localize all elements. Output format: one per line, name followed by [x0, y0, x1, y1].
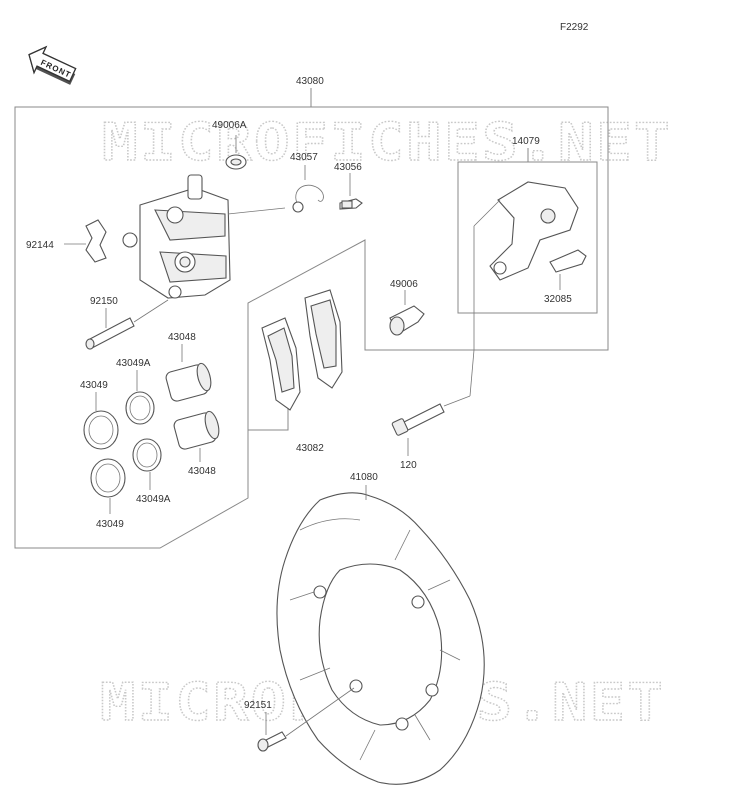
- pin-92150: [85, 299, 169, 350]
- bolt-120: [391, 395, 471, 456]
- boot-49006: [389, 290, 425, 336]
- bolt-92151: [257, 687, 355, 752]
- label-32085: 32085: [544, 294, 572, 305]
- label-49006a: 49006A: [212, 120, 247, 131]
- bracket-frame: [457, 161, 598, 314]
- label-92144: 92144: [26, 240, 54, 251]
- piston-43048-lower: [173, 410, 220, 462]
- pad-set-frame: [247, 303, 289, 431]
- label-43049-upper: 43049: [80, 380, 108, 391]
- bleeder-43056: [339, 173, 363, 210]
- label-43057: 43057: [290, 152, 318, 163]
- front-arrow-icon: FRONT: [28, 45, 77, 85]
- label-92151: 92151: [244, 700, 272, 711]
- label-43082: 43082: [296, 443, 324, 454]
- label-43048-lower: 43048: [188, 466, 216, 477]
- brake-pad-outer: [304, 289, 343, 389]
- brake-disc-41080: [276, 485, 485, 785]
- caliper-body: [122, 174, 286, 299]
- seal-43049-upper: [83, 392, 119, 450]
- spring-43057: [292, 165, 324, 213]
- seal-43049-lower: [90, 458, 126, 514]
- label-43048-upper: 43048: [168, 332, 196, 343]
- caliper-assembly-frame: [14, 106, 609, 549]
- label-43049a-upper: 43049A: [116, 358, 151, 369]
- piston-43048-upper: [165, 344, 212, 402]
- seal-49006a: [225, 135, 247, 170]
- label-14079: 14079: [512, 136, 540, 147]
- label-120: 120: [400, 460, 417, 471]
- brake-pad-inner: [261, 317, 301, 411]
- label-43056: 43056: [334, 162, 362, 173]
- label-43049-lower: 43049: [96, 519, 124, 530]
- seal-43049a-lower: [132, 438, 162, 490]
- label-49006: 49006: [390, 279, 418, 290]
- label-43049a-lower: 43049A: [136, 494, 171, 505]
- label-43080: 43080: [296, 76, 324, 87]
- label-92150: 92150: [90, 296, 118, 307]
- pad-spring-92144: [64, 219, 107, 263]
- label-41080: 41080: [350, 472, 378, 483]
- diagram-code: F2292: [560, 22, 589, 33]
- seal-43049a-upper: [125, 370, 155, 425]
- clip-32085: [549, 249, 587, 290]
- caliper-bracket-14079: [469, 181, 579, 397]
- watermark-top: MICROFICHES.NET: [102, 113, 672, 173]
